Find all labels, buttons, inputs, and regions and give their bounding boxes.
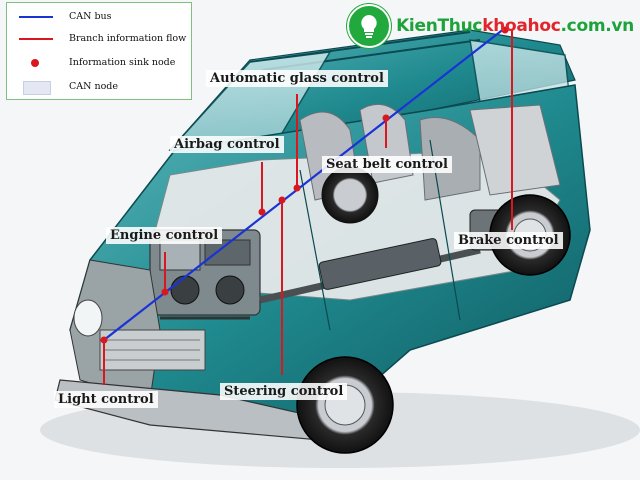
legend-label: CAN bus: [69, 11, 112, 22]
spare-tyre: [321, 166, 379, 224]
legend-label: Branch information flow: [69, 33, 187, 44]
lightbulb-icon: [347, 4, 392, 48]
label-airbag-control: Airbag control: [170, 136, 284, 153]
can-bus-line: [103, 27, 506, 341]
legend-item-branch: Branch information flow: [7, 31, 193, 47]
sink-nodes: [100, 26, 509, 344]
label-light-control: Light control: [54, 391, 158, 408]
watermark: KienThuckhoahoc.com.vn: [347, 4, 634, 48]
seats: [299, 103, 561, 201]
can-node-symbol: [17, 79, 57, 95]
branch-flow-symbol: [17, 31, 57, 47]
sink-node-symbol: [17, 55, 57, 71]
legend-label: CAN node: [69, 81, 119, 92]
legend-item-sink-node: Information sink node: [7, 55, 193, 71]
label-steering-control: Steering control: [220, 383, 348, 400]
watermark-part-1: KienThuc: [396, 16, 483, 36]
branch-flows: [103, 30, 513, 385]
legend-item-can-bus: CAN bus: [7, 9, 193, 25]
watermark-part-2: khoahoc: [482, 16, 561, 36]
legend-item-can-node: CAN node: [7, 79, 193, 95]
legend: CAN bus Branch information flow Informat…: [6, 2, 192, 100]
legend-label: Information sink node: [69, 57, 176, 68]
can-bus-symbol: [17, 9, 57, 25]
watermark-part-3: .com.vn: [560, 16, 635, 36]
label-brake-control: Brake control: [454, 232, 563, 249]
label-engine-control: Engine control: [106, 227, 223, 244]
watermark-text: KienThuckhoahoc.com.vn: [396, 16, 634, 36]
label-seat-belt-control: Seat belt control: [322, 156, 452, 173]
label-automatic-glass-control: Automatic glass control: [206, 70, 388, 87]
